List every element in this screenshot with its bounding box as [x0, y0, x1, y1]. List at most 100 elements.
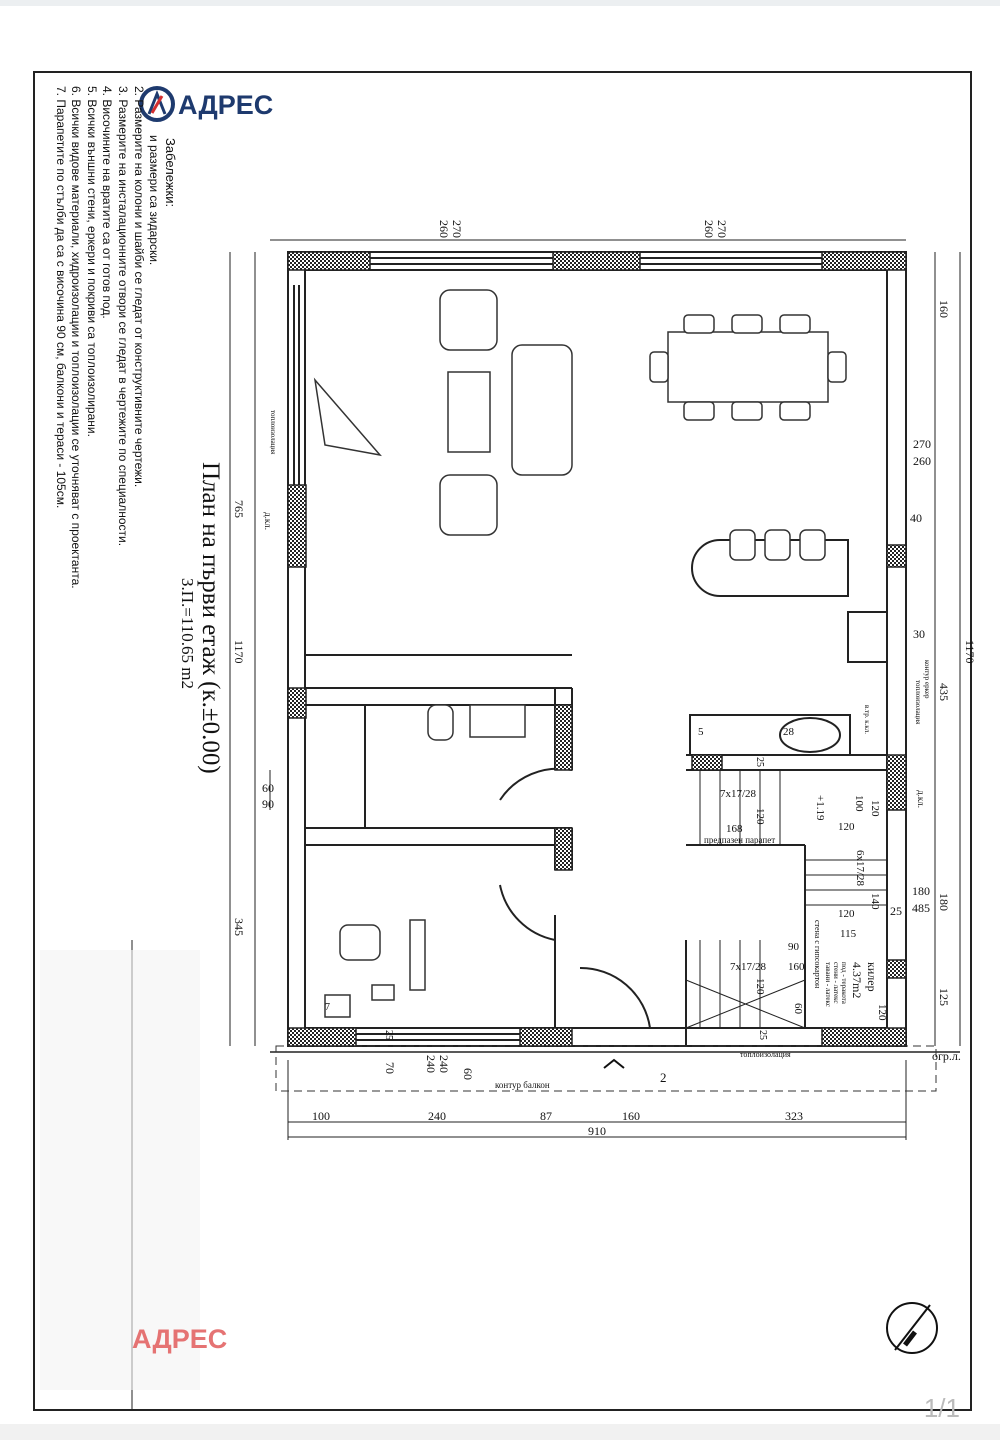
note-item: 2. Размерите на колони и шайби се гледат… [132, 86, 146, 487]
dim-text: 270 [450, 220, 464, 238]
vent-label: в.тр. к.кл. [863, 705, 871, 734]
chimney-label: д.кл. [916, 790, 926, 808]
balcony-outline [275, 1045, 937, 1092]
chimney-label: д.кл. [263, 512, 273, 530]
dim-text: 70 [383, 1062, 397, 1074]
dim-text: 25 [383, 1030, 394, 1040]
insulation-label: топлоизолация [914, 680, 922, 725]
north-compass-icon [886, 1302, 938, 1354]
columns [287, 251, 907, 1047]
dim-text: 140 [869, 893, 881, 910]
boundary-label: огр.л. [932, 1049, 961, 1063]
dim-text: 270 [715, 220, 729, 238]
dim-text: 60 [461, 1068, 475, 1080]
viewer-top-bar [0, 0, 1000, 6]
room-name: килер [865, 962, 879, 992]
dim-text: 90 [262, 797, 274, 811]
note-item: 5. Всички външни стени, еркери и покриви… [85, 86, 99, 437]
dim-text: 25 [757, 1030, 768, 1040]
note-item: 6. Всички видове материали, хидроизолаци… [69, 86, 83, 589]
dim-text: 25 [890, 904, 902, 918]
watermark-text: АДРЕС [132, 1324, 227, 1354]
dim-text: 5 [698, 726, 704, 738]
page-indicator: 1/1 [923, 1393, 960, 1423]
dim-text: 160 [937, 300, 951, 318]
redacted-title-block [40, 950, 200, 1390]
stair-texts: 7x17/28 120 168 +1.19 100 120 120 6x17/2… [698, 726, 888, 1021]
dim-text: 115 [840, 928, 857, 940]
logo-text: АДРЕС [178, 90, 273, 120]
insulation-label: топлоизолация [269, 410, 277, 455]
parapet-label: предпазен парапет [704, 835, 775, 845]
dim-text: 125 [937, 988, 951, 1006]
note-item: и размери са зидарски. [147, 135, 161, 265]
dim-text: 240 [428, 1109, 446, 1123]
dim-text: 485 [912, 901, 930, 915]
dim-text: 120 [754, 978, 766, 995]
dimension-texts: 270 260 270 260 765 1170 60 90 345 160 2… [232, 220, 977, 1138]
dim-text: 260 [702, 220, 716, 238]
dim-text: 28 [783, 726, 795, 738]
dim-text: 435 [937, 683, 951, 701]
notes: Забележки: и размери са зидарски. 2. Раз… [54, 86, 178, 589]
note-item: 7. Парапетите по стълби да са с височина… [54, 86, 68, 508]
dim-text: 260 [913, 454, 931, 468]
note-item: 4. Височините на вратите са от готов под… [100, 86, 114, 319]
note-item: 3. Размерите на инсталационните отвори с… [116, 86, 130, 546]
viewer-bottom-bar [0, 1424, 1000, 1440]
dim-text: 60 [262, 781, 274, 795]
room-finish: стени - латекс [832, 962, 840, 1004]
dim-text: 180 [912, 884, 930, 898]
stair-text: 7x17/28 [730, 961, 767, 973]
plan-subtitle: З.П.=110.65 m2 [178, 578, 197, 689]
dim-text: 30 [913, 627, 925, 641]
dim-text: 168 [726, 823, 743, 835]
dim-text: 60 [792, 1003, 804, 1015]
level-text: +1.19 [814, 795, 826, 821]
dim-text: 1170 [232, 640, 246, 664]
dim-text: 160 [788, 961, 805, 973]
stair-text: 7x17/28 [720, 788, 757, 800]
room-finish: под - теракота [840, 962, 848, 1005]
insulation-label: топлоизолация [740, 1050, 791, 1059]
balcony-contour-label: контур балкон [495, 1080, 550, 1090]
dim-text: 260 [437, 220, 451, 238]
dim-text: 120 [754, 808, 766, 825]
dim-text: 160 [622, 1109, 640, 1123]
dim-text: 120 [838, 908, 855, 920]
dim-text: 345 [232, 918, 246, 936]
dim-text: 910 [588, 1124, 606, 1138]
gypsum-wall-label: стена с гипсокартон [813, 920, 822, 989]
room-area: 4.37m2 [850, 962, 864, 998]
dimension-lines [229, 239, 961, 1140]
logo-icon [139, 86, 175, 122]
dim-text: 120 [876, 1004, 888, 1021]
dim-text: 240 [424, 1055, 438, 1073]
dim-text: 1170 [963, 640, 977, 664]
dim-text: 180 [937, 893, 951, 911]
plan-title: План на първи етаж (к.±0.00) [197, 462, 224, 774]
section-marker: 2 [660, 1070, 667, 1085]
dim-text: 87 [540, 1109, 552, 1123]
logo: АДРЕС [139, 86, 273, 122]
sheet-frame [33, 71, 972, 1411]
dim-text: 90 [788, 941, 800, 953]
dim-text: 765 [232, 500, 246, 518]
stair-text: 6x17/28 [854, 850, 866, 887]
dim-text: 40 [910, 511, 922, 525]
room-finish: тавани - латекс [824, 962, 832, 1007]
dim-text: 120 [869, 800, 881, 817]
dim-text: 100 [853, 795, 865, 812]
dim-text: 120 [838, 821, 855, 833]
dim-text: 323 [785, 1109, 803, 1123]
dim-text: 240 [437, 1055, 451, 1073]
dim-text: 100 [312, 1109, 330, 1123]
dim-text: 25 [754, 757, 765, 767]
dim-text: 270 [913, 437, 931, 451]
plan-labels: топлоизолация топлоизолация топлоизолаци… [263, 410, 961, 1090]
furniture [313, 289, 847, 1018]
entrance-arrow-icon [603, 1058, 625, 1069]
bay-label: контур еркер [923, 660, 931, 699]
chair-number: 7 [325, 1002, 330, 1013]
